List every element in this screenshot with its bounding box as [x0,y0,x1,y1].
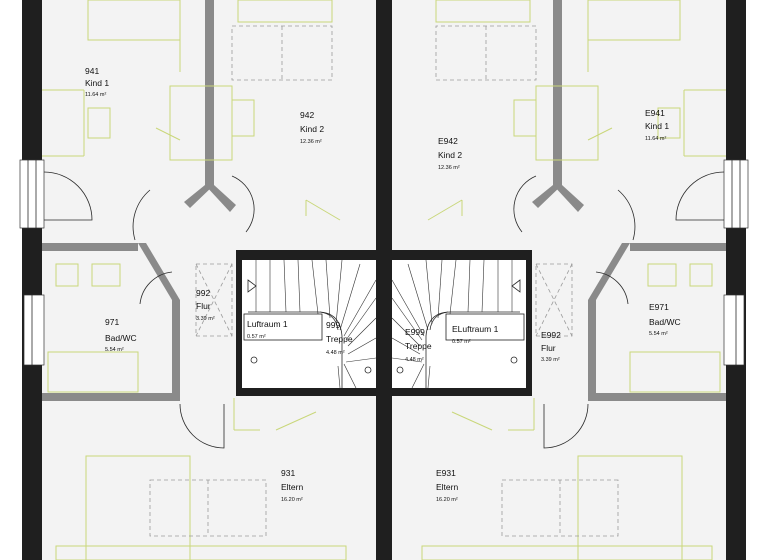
room-name: Kind 2 [438,150,462,160]
room-number: 941 [85,66,99,76]
room-name: Treppe [405,341,432,351]
room-number: 942 [300,110,314,120]
window-left-upper [19,159,45,229]
wall-bath-side-right [588,300,596,400]
room-942: 942 Kind 2 12.36 m² [300,110,324,145]
room-999: 999 Treppe 4.48 m² [326,320,353,356]
room-name: Eltern [436,482,458,492]
room-area: 16.20 m² [436,497,458,503]
room-e941: E941 Kind 1 11.64 m² [645,108,669,142]
luftraum-right: ELuftraum 1 0.57 m² [452,324,499,345]
furniture-right [421,0,726,560]
room-e942: E942 Kind 2 12.36 m² [438,136,462,171]
room-area: 0.57 m² [452,339,471,345]
room-number: E941 [645,108,665,118]
luftraum-box-left [243,313,323,341]
wall-stair-bottom-right [392,388,532,396]
room-area: 0.57 m² [247,334,266,340]
room-name: ELuftraum 1 [452,324,499,334]
room-941: 941 Kind 1 11.64 m² [85,66,109,98]
wall-bath-top-left [42,243,138,251]
wall-bath-side-left [172,300,180,400]
room-name: Luftraum 1 [247,319,288,329]
room-number: E942 [438,136,458,146]
wall-stair-side-right [526,250,532,396]
room-971: 971 Bad/WC 5.54 m² [105,317,137,353]
room-number: 992 [196,288,210,298]
room-931: 931 Eltern 16.20 m² [281,468,303,503]
room-number: E931 [436,468,456,478]
flur-storage-right [535,263,573,337]
room-number: 971 [105,317,119,327]
room-area: 3.39 m² [196,316,215,322]
room-name: Kind 1 [645,121,669,131]
window-right-bath [723,294,745,366]
room-name: Kind 2 [300,124,324,134]
window-right-upper [723,159,749,229]
flur-storage-left [195,263,233,337]
wall-left-outer [22,0,42,560]
room-number: 999 [326,320,340,330]
wall-kind-divider-left [205,0,214,185]
room-area: 5.54 m² [105,347,124,353]
room-area: 16.20 m² [281,497,303,503]
room-name: Flur [196,301,211,311]
room-name: Bad/WC [105,333,137,343]
luftraum-box-right [445,313,525,341]
room-name: Kind 1 [85,78,109,88]
room-number: E992 [541,330,561,340]
room-area: 4.48 m² [326,350,345,356]
wall-stair-bottom-left [236,388,376,396]
luftraum-left: Luftraum 1 0.57 m² [247,319,288,340]
wall-stair-top-right [392,250,532,260]
room-area: 11.64 m² [645,136,666,142]
room-area: 5.54 m² [649,331,668,337]
wall-bath-bottom-left [42,393,180,401]
window-left-bath [23,294,45,366]
room-name: Bad/WC [649,317,681,327]
wall-stair-top-left [236,250,376,260]
room-name: Eltern [281,482,303,492]
wall-right-outer [726,0,746,560]
doors [43,171,725,449]
room-number: E999 [405,327,425,337]
wall-stair-side-left [236,250,242,396]
room-name: Treppe [326,334,353,344]
room-area: 3.39 m² [541,357,560,363]
room-992: 992 Flur 3.39 m² [196,288,215,322]
room-e999: E999 Treppe 4.48 m² [405,327,432,363]
room-e971: E971 Bad/WC 5.54 m² [649,302,681,337]
room-area: 12.36 m² [300,139,322,145]
room-number: 931 [281,468,295,478]
room-e931: E931 Eltern 16.20 m² [436,468,458,503]
room-area: 11.64 m² [85,92,106,98]
room-number: E971 [649,302,669,312]
party-wall [376,0,392,560]
room-name: Flur [541,343,556,353]
room-e992: E992 Flur 3.39 m² [541,330,561,363]
wall-kind-divider-right [553,0,562,185]
furniture-left [42,0,347,560]
wall-bath-top-right [630,243,726,251]
room-area: 4.48 m² [405,357,424,363]
wall-bath-bottom-right [588,393,726,401]
room-area: 12.36 m² [438,165,460,171]
